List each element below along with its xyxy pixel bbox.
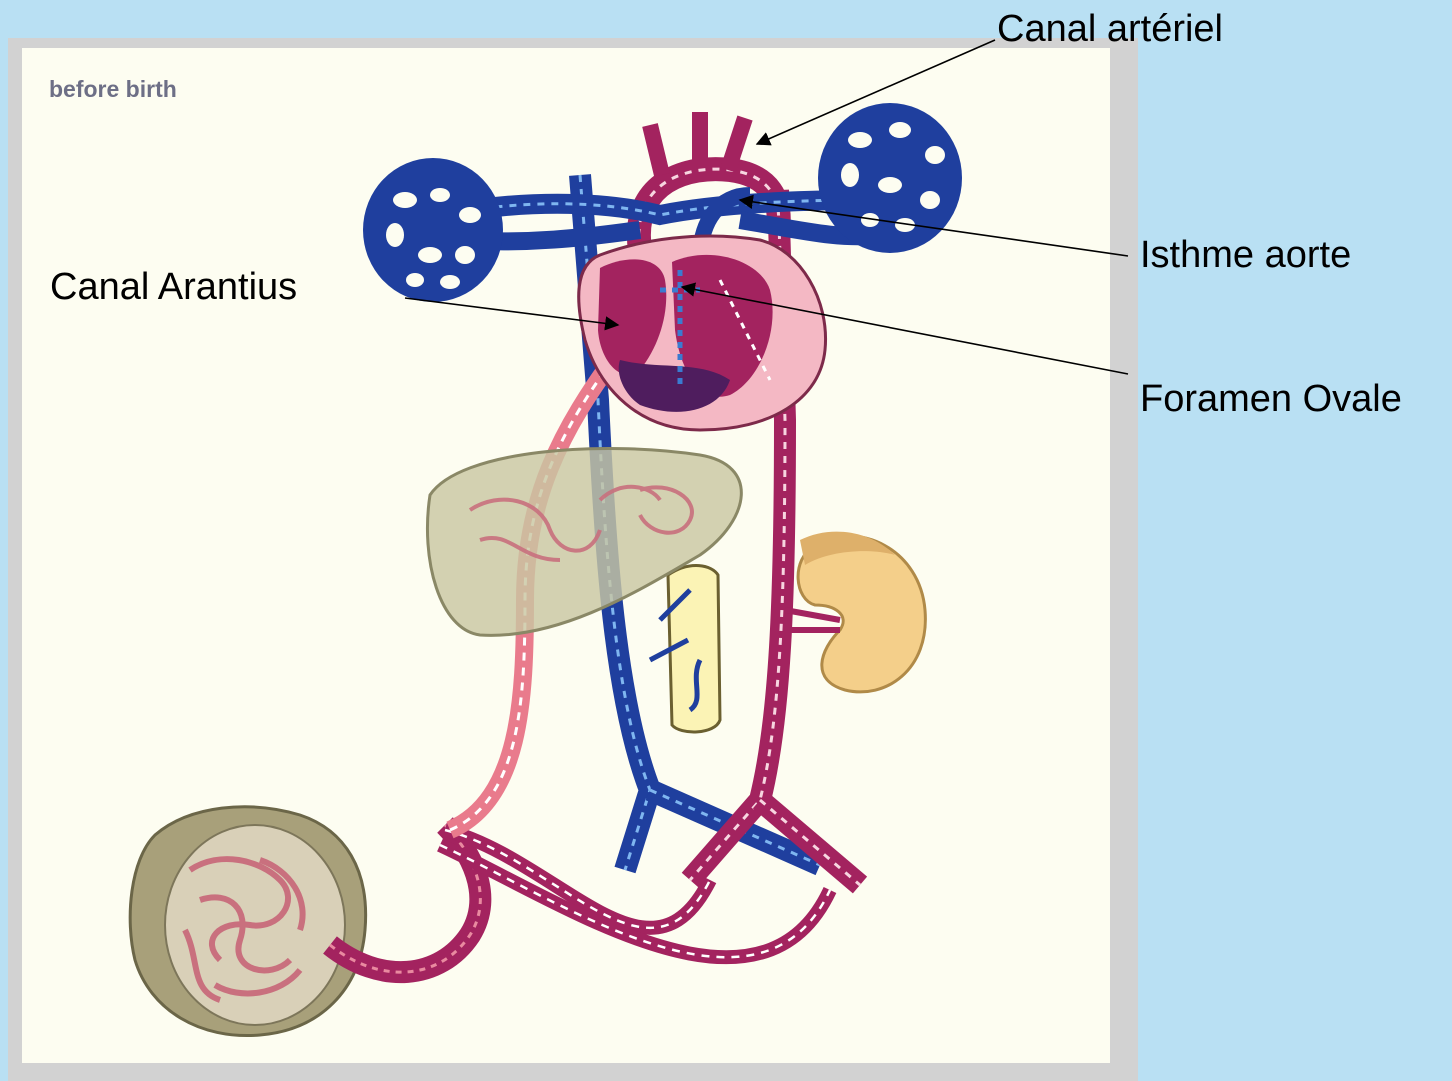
- placenta: [130, 807, 365, 1036]
- right-lung: [818, 103, 962, 253]
- label-canal-arteriel: Canal artériel: [997, 10, 1223, 48]
- label-isthme-aorte: Isthme aorte: [1140, 236, 1351, 274]
- diagram-caption: before birth: [49, 76, 177, 103]
- label-foramen-ovale: Foramen Ovale: [1140, 380, 1402, 418]
- label-canal-arantius: Canal Arantius: [50, 268, 297, 306]
- left-lung: [363, 158, 503, 302]
